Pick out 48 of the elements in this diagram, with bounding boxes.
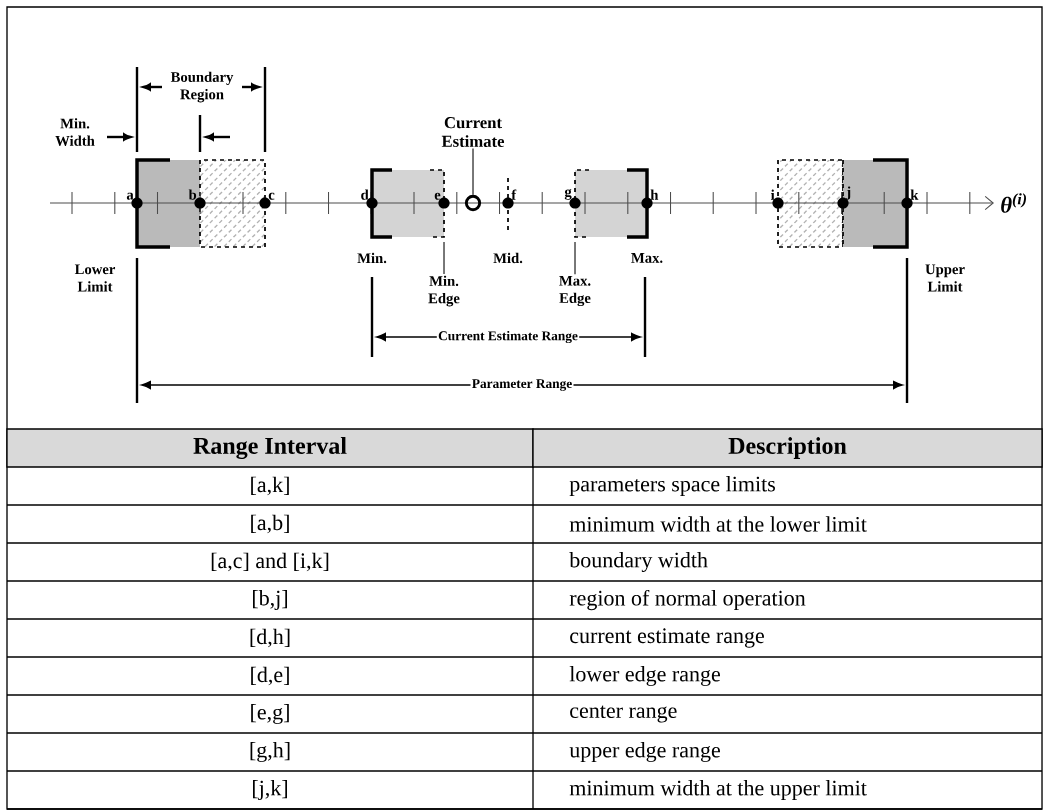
point-label: b [188, 189, 197, 200]
table-cell: current estimate range [570, 628, 764, 648]
axis-label: θ$^{(i)}$ [1001, 193, 1026, 213]
dimension-label: Current Estimate Range [436, 329, 580, 345]
table-cell: [d,h] [250, 628, 290, 648]
leader-label: Current Estimate [441, 117, 505, 147]
table-cell: [j,k] [253, 780, 287, 800]
table-cell: [g,h] [250, 742, 290, 762]
table-cell: [d,e] [251, 666, 289, 686]
table-cell: [a,c] and [i,k] [211, 552, 329, 572]
limit-label: Lower Limit [74, 264, 116, 292]
point-label: k [910, 189, 919, 200]
point-label: d [361, 189, 369, 200]
point-label: f [511, 189, 517, 200]
table-cell: minimum width at the upper limit [569, 780, 867, 800]
leader-line [472, 148, 474, 196]
dimension-label: Boundary Region [170, 71, 234, 103]
table-cell: lower edge range [569, 666, 720, 686]
table-header: Description [532, 428, 1043, 468]
dimension-label: Parameter Range [470, 377, 574, 393]
tick-label: Max. [631, 253, 663, 263]
leader-label: Min. Edge [428, 275, 460, 307]
leader-line [443, 241, 445, 275]
leader-label: Max. Edge [559, 275, 591, 307]
current-estimate-marker [464, 194, 482, 212]
table-cell: [a,b] [251, 514, 289, 534]
table-cell: parameters space limits [569, 476, 775, 496]
point-label: a [126, 192, 134, 200]
tick-label: Mid. [493, 252, 523, 264]
point-label: c [268, 192, 275, 200]
leader-line [574, 241, 576, 275]
table-cell: center range [570, 705, 677, 723]
tick-label: Min. [357, 252, 387, 264]
table-cell: minimum width at the lower limit [569, 516, 867, 532]
dimension-label: Min. Width [55, 118, 95, 146]
table-cell: upper edge range [569, 742, 720, 762]
point-label: g [564, 188, 572, 200]
point-label: e [434, 192, 441, 200]
table-cell: region of normal operation [569, 589, 806, 611]
table-cell: [a,k] [251, 476, 289, 496]
point-label: h [650, 189, 659, 200]
point-label: j [846, 186, 851, 200]
table-cell: boundary width [569, 552, 708, 572]
table-cell: [b,j] [253, 590, 287, 610]
table-cell: [e,g] [251, 704, 289, 724]
point-label: i [771, 189, 775, 200]
limit-label: Upper Limit [925, 264, 965, 292]
table-header: Range Interval [6, 428, 534, 468]
